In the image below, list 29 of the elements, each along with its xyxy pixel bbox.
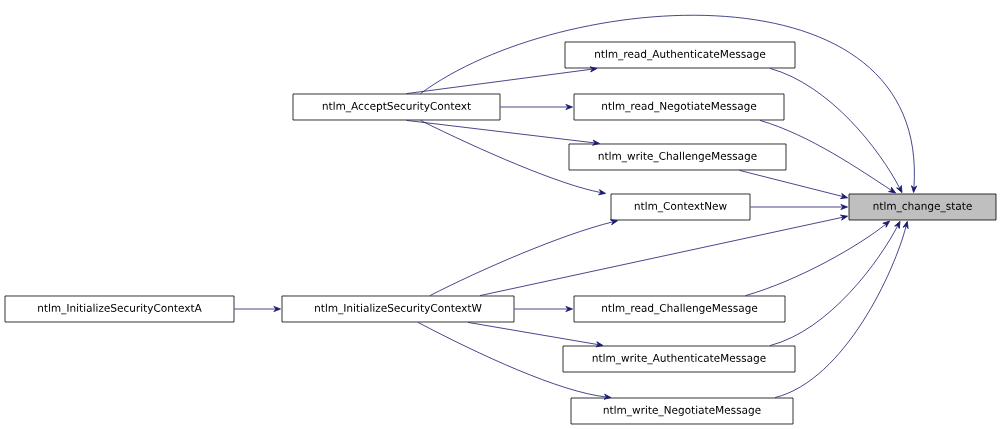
arrow: [745, 220, 891, 296]
arrow: [739, 170, 848, 199]
arrow: [750, 204, 848, 210]
arrow: [769, 68, 903, 193]
arrow: [420, 15, 918, 193]
function-box: ntlm_AcceptSecurityContext: [292, 93, 501, 121]
arrow: [500, 104, 573, 110]
arrow: [406, 66, 598, 94]
function-box: ntlm_write_NegotiateMessage: [570, 397, 794, 425]
function-box: ntlm_read_ChallengeMessage: [573, 295, 786, 323]
arrow: [514, 306, 573, 312]
function-box: ntlm_write_AuthenticateMessage: [562, 345, 796, 373]
arrow: [769, 221, 901, 346]
arrow: [759, 120, 896, 194]
arrow: [420, 120, 606, 196]
function-box: ntlm_InitializeSecurityContextA: [4, 295, 235, 323]
function-box: ntlm_InitializeSecurityContextW: [281, 295, 515, 323]
arrow: [774, 221, 909, 398]
arrow: [417, 322, 612, 400]
arrow: [429, 219, 618, 296]
arrow: [467, 322, 604, 348]
arrow: [406, 120, 600, 146]
function-box: ntlm_write_ChallengeMessage: [568, 143, 787, 171]
arrow: [479, 214, 848, 296]
function-box: ntlm_read_AuthenticateMessage: [564, 41, 796, 69]
function-box: ntlm_change_state: [848, 193, 997, 221]
function-box: ntlm_ContextNew: [610, 193, 751, 221]
arrow: [234, 306, 281, 312]
function-box: ntlm_read_NegotiateMessage: [573, 93, 785, 121]
